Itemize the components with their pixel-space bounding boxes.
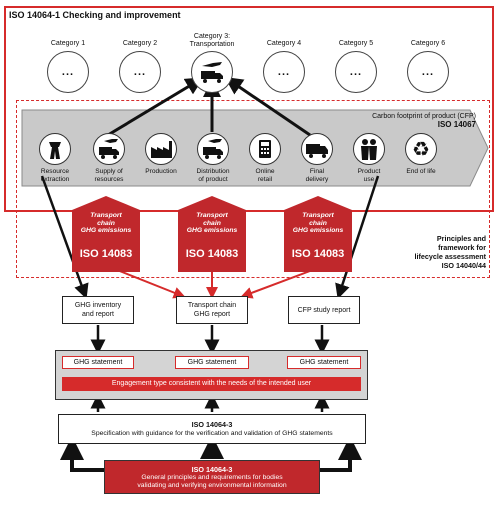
stage-label: End of life (406, 168, 436, 175)
category-5: Category 5 ... (328, 40, 384, 93)
ghg-statement-3: GHG statement (287, 356, 361, 369)
stage-label: Distribution of product (196, 168, 230, 183)
category-label: Category 1 (50, 40, 86, 47)
stage-resource-extraction: Resource extraction (26, 133, 84, 184)
people-icon (353, 133, 385, 165)
ellipsis-icon: ... (119, 51, 161, 93)
transport-standard: ISO 14083 (79, 248, 133, 260)
stage-supply-of-resources: Supply of resources (80, 133, 138, 184)
report-transport-chain: Transport chain GHG report (176, 296, 248, 324)
spec-title: ISO 14064-3 (191, 420, 233, 429)
category-2: Category 2 ... (112, 40, 168, 93)
stage-label: Supply of resources (94, 168, 124, 183)
category-4: Category 4 ... (256, 40, 312, 93)
truck-plane-icon (197, 133, 229, 165)
ellipsis-icon: ... (335, 51, 377, 93)
ellipsis-icon: ... (263, 51, 305, 93)
transport-title: Transport chain GHG emissions (80, 212, 132, 234)
category-label: Category 5 (338, 40, 374, 47)
category-label: Category 6 (410, 40, 446, 47)
iso-14064-3-bodies: ISO 14064-3 General principles and requi… (104, 460, 320, 494)
cfp-title-text: Carbon footprint of product (CFP) (372, 113, 476, 120)
lca-label: Principles and framework for lifecycle a… (414, 234, 486, 270)
truck-icon (301, 133, 333, 165)
category-label: Category 2 (122, 40, 158, 47)
house-shape (284, 196, 352, 272)
category-3: Category 3: Transportation (184, 33, 240, 93)
category-label: Category 4 (266, 40, 302, 47)
lca-standard: ISO 14040/44 (441, 261, 486, 270)
spec-text: Specification with guidance for the veri… (91, 430, 333, 437)
top-title: ISO 14064-1 Checking and improvement (9, 10, 181, 20)
stage-online-retail: Online retail (236, 133, 294, 184)
transport-standard: ISO 14083 (185, 248, 239, 260)
ellipsis-icon: ... (407, 51, 449, 93)
iso-14064-1-frame (4, 6, 494, 212)
stage-product-use: Product use (340, 133, 398, 184)
stage-distribution: Distribution of product (184, 133, 242, 184)
lca-text: Principles and framework for lifecycle a… (414, 234, 486, 261)
recycle-icon: ♻ (405, 133, 437, 165)
truck-plane-icon (191, 51, 233, 93)
stage-label: Online retail (255, 168, 275, 183)
ghg-statement-1: GHG statement (62, 356, 134, 369)
cfp-standard: ISO 14067 (437, 120, 476, 129)
stage-end-of-life: ♻ End of life (392, 133, 450, 176)
transport-title: Transport chain GHG emissions (292, 212, 344, 234)
report-ghg-inventory: GHG inventory and report (62, 296, 134, 324)
bodies-text: General principles and requirements for … (137, 474, 287, 489)
tower-icon (39, 133, 71, 165)
cash-register-icon (249, 133, 281, 165)
stage-label: Final delivery (305, 168, 329, 183)
iso-14064-3-spec: ISO 14064-3 Specification with guidance … (58, 414, 366, 444)
factory-icon (145, 133, 177, 165)
category-label: Category 3: Transportation (189, 33, 235, 48)
ghg-statement-2: GHG statement (175, 356, 249, 369)
house-shape (178, 196, 246, 272)
category-1: Category 1 ... (40, 40, 96, 93)
truck-plane-icon (93, 133, 125, 165)
stage-final-delivery: Final delivery (288, 133, 346, 184)
ellipsis-icon: ... (47, 51, 89, 93)
stage-label: Production (145, 168, 177, 175)
lifecycle-frame (16, 100, 490, 278)
engagement-bar: Engagement type consistent with the need… (62, 377, 361, 391)
stage-production: Production (132, 133, 190, 176)
category-6: Category 6 ... (400, 40, 456, 93)
stage-label: Product use (357, 168, 381, 183)
transport-standard: ISO 14083 (291, 248, 345, 260)
cfp-title: Carbon footprint of product (CFP) ISO 14… (372, 113, 476, 129)
stage-label: Resource extraction (40, 168, 70, 183)
house-shape (72, 196, 140, 272)
transport-title: Transport chain GHG emissions (186, 212, 238, 234)
bodies-title: ISO 14064-3 (191, 465, 233, 474)
report-cfp-study: CFP study report (288, 296, 360, 324)
